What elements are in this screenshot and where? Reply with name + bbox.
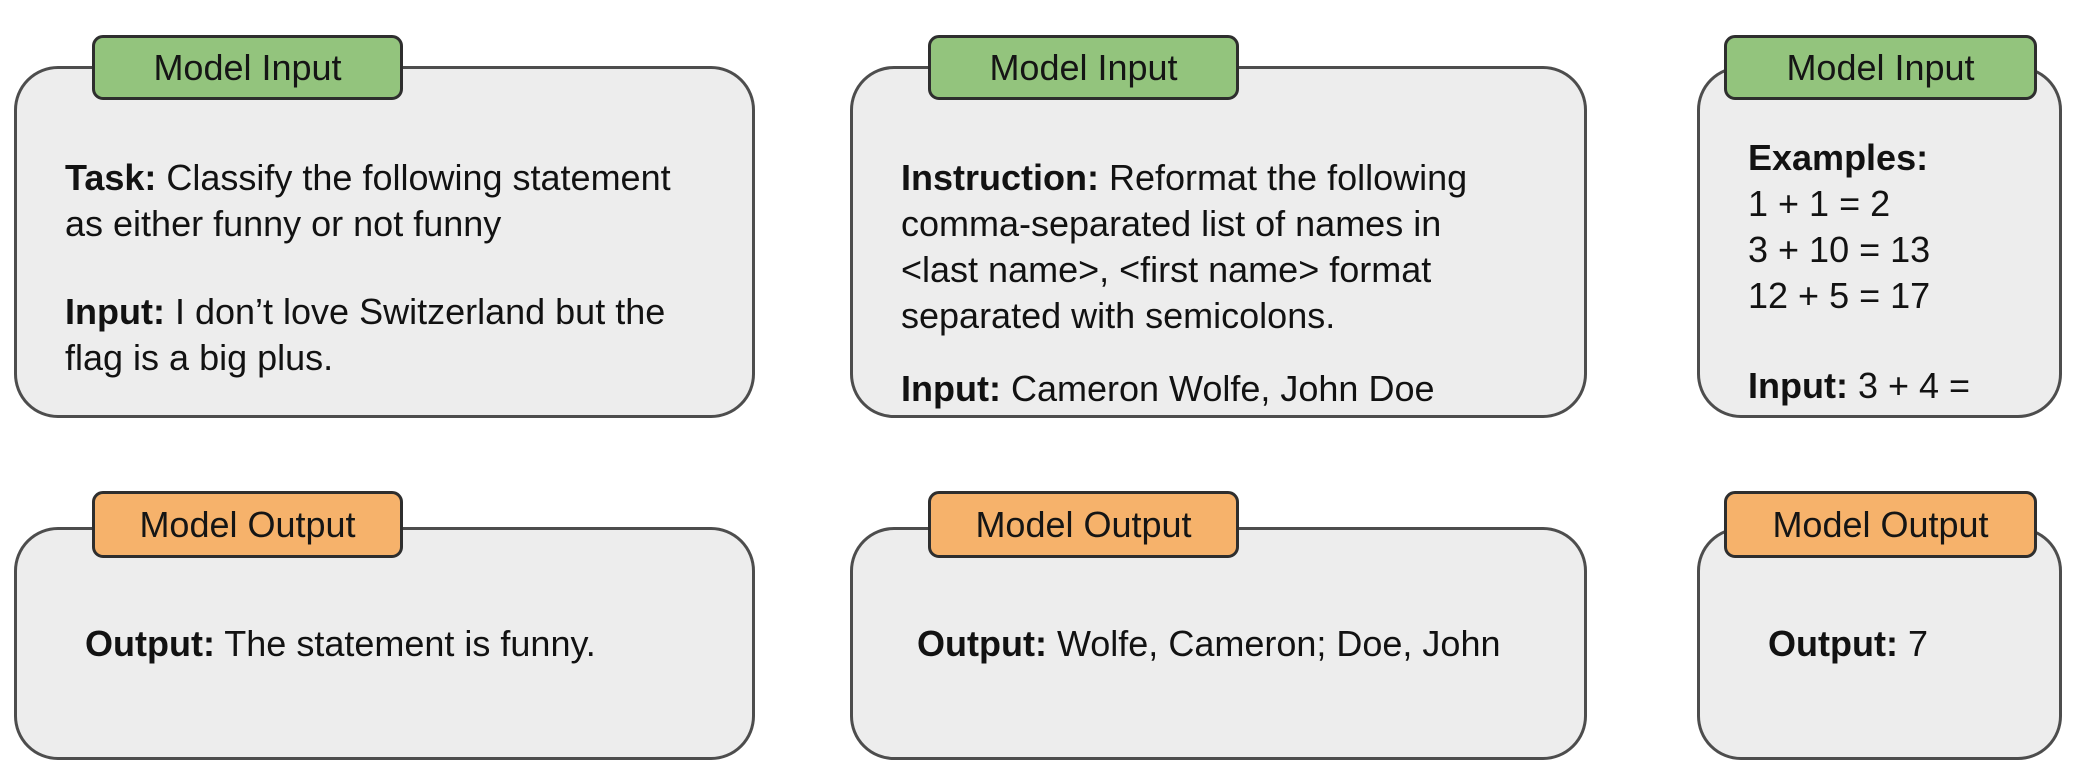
examples-label: Examples: — [1748, 137, 1929, 178]
model-input-tab-label: Model Input — [153, 46, 342, 88]
task-paragraph: Task: Classify the following statement as… — [65, 155, 732, 247]
input-label: Input: — [901, 368, 1001, 409]
fewshot-input-body: Examples: 1 + 1 = 2 3 + 10 = 13 12 + 5 = 17… — [1697, 66, 2062, 418]
model-output-tab: Model Output — [1724, 491, 2037, 558]
classification-output-text: Output: The statement is funny. — [85, 621, 596, 667]
output-label: Output: — [1768, 622, 1898, 664]
instruction-paragraph: Instruction: Reformat the following comma… — [901, 155, 1564, 339]
text-line: <last name>, <first name> format — [901, 249, 1432, 290]
text-line: as either funny or not funny — [65, 203, 502, 244]
classification-output-body: Output: The statement is funny. — [14, 527, 755, 760]
fewshot-output-body: Output: 7 — [1697, 527, 2062, 760]
input-paragraph: Input: 3 + 4 = — [1748, 363, 2043, 409]
input-label: Input: — [1748, 365, 1848, 406]
input-paragraph: Input: Cameron Wolfe, John Doe — [901, 366, 1564, 412]
output-label: Output: — [85, 622, 215, 664]
model-input-tab: Model Input — [92, 35, 403, 100]
text-line: 3 + 4 = — [1847, 365, 1971, 406]
text-line: I don’t love Switzerland but the — [164, 291, 666, 332]
reformat-input-body: Instruction: Reformat the following comma… — [850, 66, 1587, 418]
model-output-tab-label: Model Output — [975, 503, 1192, 545]
output-paragraph: Output: The statement is funny. — [85, 621, 596, 667]
text-line: Cameron Wolfe, John Doe — [1000, 368, 1435, 409]
task-label: Task: — [65, 157, 157, 198]
reformat-output-text: Output: Wolfe, Cameron; Doe, John — [917, 621, 1501, 667]
model-input-tab-label: Model Input — [1786, 46, 1975, 88]
output-paragraph: Output: 7 — [1768, 621, 1928, 667]
text-line: flag is a big plus. — [65, 337, 334, 378]
text-line: Wolfe, Cameron; Doe, John — [1046, 622, 1501, 664]
model-input-tab-label: Model Input — [989, 46, 1178, 88]
model-input-tab: Model Input — [928, 35, 1239, 100]
example-line: 1 + 1 = 2 — [1748, 183, 1891, 224]
model-output-tab-label: Model Output — [1772, 503, 1989, 545]
text-line: separated with semicolons. — [901, 295, 1336, 336]
input-paragraph: Input: I don’t love Switzerland but the f… — [65, 289, 732, 381]
fewshot-output-text: Output: 7 — [1768, 621, 1928, 667]
reformat-input-text: Instruction: Reformat the following comma… — [901, 155, 1564, 412]
example-line: 12 + 5 = 17 — [1748, 275, 1931, 316]
model-output-tab-label: Model Output — [139, 503, 356, 545]
model-input-tab: Model Input — [1724, 35, 2037, 100]
instruction-label: Instruction: — [901, 157, 1099, 198]
input-label: Input: — [65, 291, 165, 332]
example-line: 3 + 10 = 13 — [1748, 229, 1931, 270]
output-paragraph: Output: Wolfe, Cameron; Doe, John — [917, 621, 1501, 667]
model-output-tab: Model Output — [92, 491, 403, 558]
classification-input-body: Task: Classify the following statement as… — [14, 66, 755, 418]
text-line: comma-separated list of names in — [901, 203, 1442, 244]
output-label: Output: — [917, 622, 1047, 664]
text-line: The statement is funny. — [214, 622, 596, 664]
fewshot-input-text: Examples: 1 + 1 = 2 3 + 10 = 13 12 + 5 = 17… — [1748, 135, 2043, 409]
model-output-tab: Model Output — [928, 491, 1239, 558]
reformat-output-body: Output: Wolfe, Cameron; Doe, John — [850, 527, 1587, 760]
examples-paragraph: Examples: 1 + 1 = 2 3 + 10 = 13 12 + 5 = 17 — [1748, 135, 2043, 319]
text-line: 7 — [1897, 622, 1928, 664]
text-line: Classify the following statement — [156, 157, 671, 198]
classification-input-text: Task: Classify the following statement as… — [65, 155, 732, 381]
text-line: Reformat the following — [1098, 157, 1468, 198]
